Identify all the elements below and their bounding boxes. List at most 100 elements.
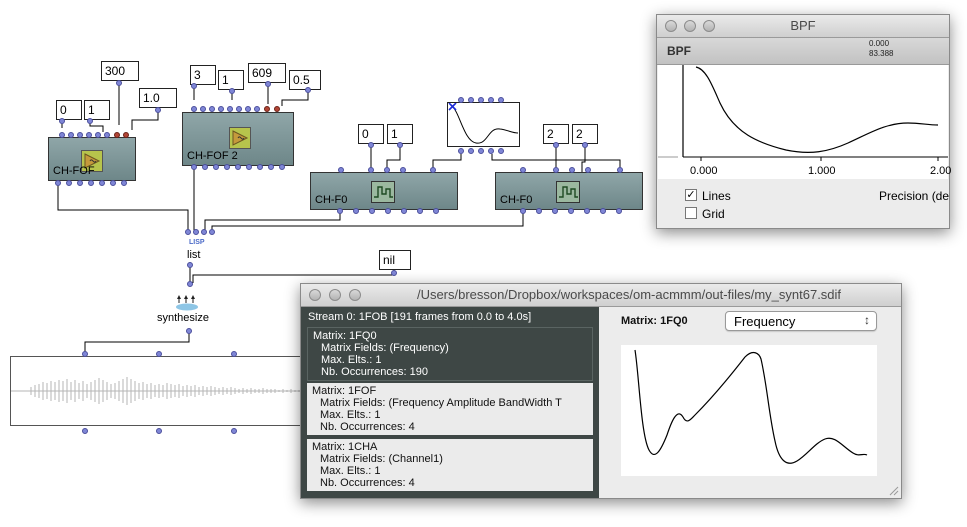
- outlet[interactable]: [369, 208, 375, 214]
- outlet[interactable]: [458, 148, 464, 154]
- inlet[interactable]: [553, 167, 559, 173]
- outlet[interactable]: [213, 164, 219, 170]
- outlet[interactable]: [229, 88, 235, 94]
- outlet[interactable]: [156, 428, 162, 434]
- inlet[interactable]: [245, 106, 251, 112]
- synthesize-box[interactable]: synthesize: [155, 285, 225, 331]
- inlet[interactable]: [185, 229, 191, 235]
- inlet-keyword[interactable]: [274, 106, 280, 112]
- outlet[interactable]: [368, 142, 374, 148]
- number-box-0[interactable]: 0: [358, 124, 384, 144]
- minimize-button[interactable]: [684, 20, 696, 32]
- inlet[interactable]: [498, 97, 504, 103]
- outlet[interactable]: [433, 208, 439, 214]
- outlet[interactable]: [121, 180, 127, 186]
- lisp-list-box[interactable]: LISP list: [180, 230, 214, 264]
- inlet[interactable]: [86, 132, 92, 138]
- outlet[interactable]: [478, 148, 484, 154]
- outlet[interactable]: [99, 180, 105, 186]
- outlet[interactable]: [116, 80, 122, 86]
- inlet[interactable]: [193, 229, 199, 235]
- number-box-1-0[interactable]: 1.0: [139, 88, 177, 108]
- lines-checkbox[interactable]: ✓: [685, 189, 697, 201]
- inlet[interactable]: [209, 229, 215, 235]
- outlet[interactable]: [191, 164, 197, 170]
- inlet[interactable]: [187, 281, 193, 287]
- outlet[interactable]: [155, 107, 161, 113]
- outlet[interactable]: [268, 164, 274, 170]
- minimize-button[interactable]: [329, 289, 341, 301]
- outlet[interactable]: [279, 164, 285, 170]
- number-box-3[interactable]: 3: [190, 65, 216, 85]
- outlet[interactable]: [246, 164, 252, 170]
- outlet[interactable]: [224, 164, 230, 170]
- resize-grip-icon[interactable]: [887, 484, 899, 496]
- bpf-titlebar[interactable]: BPF: [657, 15, 949, 38]
- inlet[interactable]: [400, 167, 406, 173]
- outlet[interactable]: [257, 164, 263, 170]
- outlet[interactable]: [77, 180, 83, 186]
- number-box-nil[interactable]: nil: [379, 250, 411, 270]
- number-box-0-5[interactable]: 0.5: [289, 70, 321, 90]
- outlet[interactable]: [337, 208, 343, 214]
- outlet[interactable]: [397, 142, 403, 148]
- inlet-keyword[interactable]: [114, 132, 120, 138]
- number-box-609[interactable]: 609: [248, 63, 286, 83]
- number-box-1[interactable]: 1: [84, 100, 110, 120]
- inlet[interactable]: [191, 106, 197, 112]
- inlet[interactable]: [236, 106, 242, 112]
- outlet[interactable]: [520, 208, 526, 214]
- inlet-keyword[interactable]: [123, 132, 129, 138]
- inlet[interactable]: [231, 351, 237, 357]
- outlet[interactable]: [186, 328, 192, 334]
- outlet[interactable]: [488, 148, 494, 154]
- inlet[interactable]: [104, 132, 110, 138]
- inlet[interactable]: [200, 106, 206, 112]
- outlet[interactable]: [401, 208, 407, 214]
- inlet[interactable]: [338, 167, 344, 173]
- frequency-plot[interactable]: [621, 345, 877, 476]
- outlet[interactable]: [417, 208, 423, 214]
- close-button[interactable]: [665, 20, 677, 32]
- ch-f0-box[interactable]: CH-F0: [310, 172, 458, 210]
- outlet[interactable]: [385, 208, 391, 214]
- inlet[interactable]: [82, 351, 88, 357]
- outlet[interactable]: [88, 180, 94, 186]
- outlet[interactable]: [552, 208, 558, 214]
- inlet[interactable]: [384, 167, 390, 173]
- inlet[interactable]: [68, 132, 74, 138]
- outlet[interactable]: [391, 270, 397, 276]
- outlet[interactable]: [59, 118, 65, 124]
- outlet[interactable]: [600, 208, 606, 214]
- inlet[interactable]: [458, 97, 464, 103]
- matrix-item-1fof[interactable]: Matrix: 1FOF Matrix Fields: (Frequency A…: [307, 383, 593, 435]
- close-button[interactable]: [309, 289, 321, 301]
- sdif-titlebar[interactable]: /Users/bresson/Dropbox/workspaces/om-acm…: [301, 284, 901, 307]
- outlet[interactable]: [536, 208, 542, 214]
- number-box-2[interactable]: 2: [572, 124, 598, 144]
- inlet[interactable]: [585, 167, 591, 173]
- outlet[interactable]: [616, 208, 622, 214]
- outlet[interactable]: [66, 180, 72, 186]
- grid-checkbox[interactable]: [685, 207, 697, 219]
- inlet[interactable]: [59, 132, 65, 138]
- outlet[interactable]: [582, 142, 588, 148]
- field-select[interactable]: Frequency ↕: [725, 311, 877, 331]
- outlet[interactable]: [553, 142, 559, 148]
- inlet[interactable]: [77, 132, 83, 138]
- inlet[interactable]: [201, 229, 207, 235]
- inlet[interactable]: [478, 97, 484, 103]
- inlet[interactable]: [368, 167, 374, 173]
- outlet[interactable]: [202, 164, 208, 170]
- matrix-item-1cha[interactable]: Matrix: 1CHA Matrix Fields: (Channel1) M…: [307, 439, 593, 491]
- inlet[interactable]: [156, 351, 162, 357]
- inlet[interactable]: [488, 97, 494, 103]
- inlet[interactable]: [468, 97, 474, 103]
- inlet[interactable]: [617, 167, 623, 173]
- outlet[interactable]: [235, 164, 241, 170]
- inlet[interactable]: [569, 167, 575, 173]
- number-box-300[interactable]: 300: [101, 61, 139, 81]
- outlet[interactable]: [191, 83, 197, 89]
- outlet[interactable]: [55, 180, 61, 186]
- zoom-button[interactable]: [703, 20, 715, 32]
